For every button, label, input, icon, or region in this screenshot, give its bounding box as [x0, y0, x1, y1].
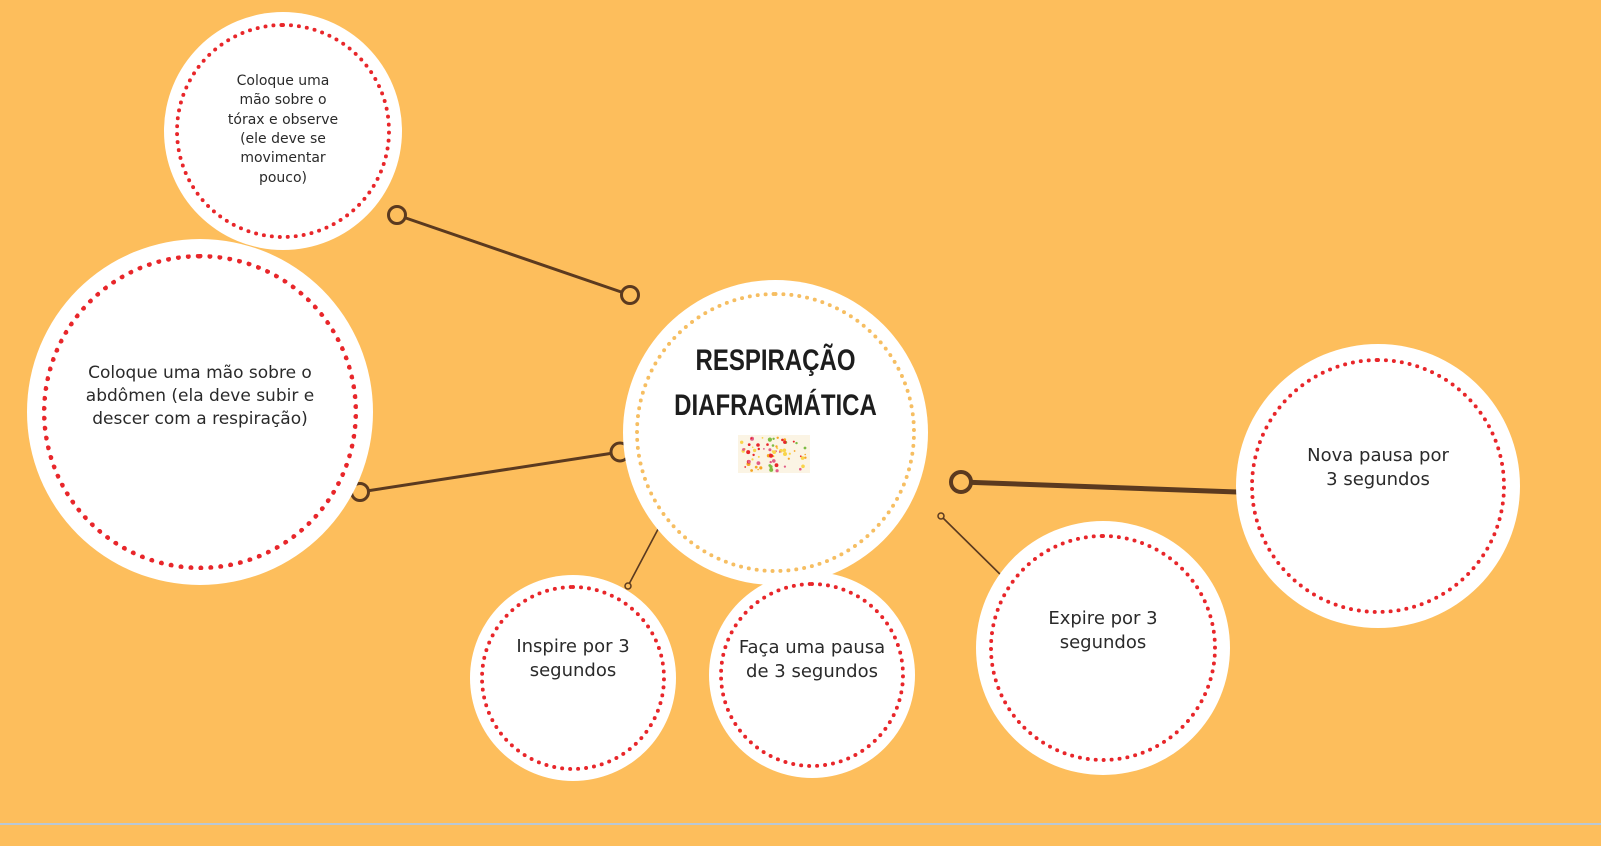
thumbnail-dot [757, 455, 760, 458]
thumbnail-dot [775, 469, 779, 473]
dotted-ring [635, 292, 916, 573]
thumbnail-dot [804, 453, 806, 456]
thumbnail-dot [750, 469, 753, 472]
thumbnail-dot [795, 441, 798, 445]
thumbnail-dot [778, 451, 781, 453]
thumbnail-dot [772, 450, 777, 454]
bubble-nova-pausa[interactable]: Nova pausa por 3 segundos [1236, 344, 1520, 628]
thumbnail-dot [800, 456, 805, 460]
thumbnail-dot [788, 452, 791, 455]
dotted-ring [1250, 358, 1506, 614]
thumbnail-dot [756, 443, 760, 447]
bubble-torax[interactable]: Coloque uma mão sobre o tórax e observe … [164, 12, 402, 250]
connector-node-nova-a [949, 470, 973, 494]
thumbnail-dot [793, 450, 796, 452]
thumbnail-dot [754, 465, 758, 469]
bubble-pausa[interactable]: Faça uma pausa de 3 segundos [709, 572, 915, 778]
connector-nova-pausa [958, 479, 1268, 496]
dotted-ring [175, 23, 391, 239]
thumbnail-dot [769, 460, 772, 464]
thumbnail-dot [799, 467, 802, 471]
bubble-torax-text: Coloque uma mão sobre o tórax e observe … [227, 73, 339, 186]
thumbnail-dot [783, 452, 787, 456]
thumbnail-dot [747, 443, 751, 446]
bubble-pausa-text: Faça uma pausa de 3 segundos [738, 637, 886, 682]
thumbnail-dot [787, 457, 790, 460]
thumbnail-dot [804, 456, 807, 459]
thumbnail-dot [801, 464, 805, 469]
thumbnail-dot [768, 448, 772, 452]
thumbnail-dot [759, 466, 763, 470]
thumbnail-dot [783, 438, 787, 441]
thumbnail-dot [769, 467, 774, 472]
thumbnail-dot [776, 447, 779, 450]
thumbnail-dot [752, 448, 757, 453]
bubble-inspire-text: Inspire por 3 segundos [516, 636, 630, 681]
dotted-thumbnail-icon [738, 435, 810, 473]
bubble-inspire[interactable]: Inspire por 3 segundos [470, 575, 676, 781]
thumbnail-dot [781, 438, 784, 442]
thumbnail-dot [766, 443, 769, 446]
bottom-edge-strip [0, 823, 1601, 846]
thumbnail-dot [742, 448, 745, 451]
connector-node-inspire [624, 582, 632, 590]
thumbnail-dot [783, 465, 786, 468]
bubble-center[interactable]: RESPIRAÇÃO DIAFRAGMÁTICA [623, 280, 928, 585]
thumbnail-dot [799, 455, 802, 458]
thumbnail-dot [792, 440, 795, 443]
bubble-expire[interactable]: Expire por 3 segundos [976, 521, 1230, 775]
dotted-ring [989, 534, 1217, 762]
bubble-abdomen-text: Coloque uma mão sobre o abdômen (ela dev… [85, 363, 315, 429]
bubble-nova-pausa-text: Nova pausa por 3 segundos [1307, 445, 1449, 490]
thumbnail-dot [774, 463, 779, 468]
dotted-ring [42, 254, 358, 570]
thumbnail-dot [757, 447, 760, 451]
dotted-ring [719, 582, 905, 768]
bubble-abdomen[interactable]: Coloque uma mão sobre o abdômen (ela dev… [27, 239, 373, 585]
thumbnail-dot [750, 437, 753, 440]
connector-node-torax-a [387, 205, 407, 225]
thumbnail-dot [756, 461, 761, 465]
thumbnail-dot [751, 446, 754, 449]
thumbnail-dot [752, 453, 755, 457]
thumbnail-dot [747, 460, 751, 464]
connector-node-expire-a [937, 512, 945, 520]
thumbnail-dot [771, 444, 775, 447]
thumbnail-dot [767, 437, 772, 442]
connector-abdomen [358, 450, 622, 494]
thumbnail-dot [772, 437, 775, 440]
thumbnail-dot [740, 440, 744, 444]
thumbnail-dot [757, 468, 759, 471]
thumbnail-dot [744, 466, 747, 468]
thumbnail-dot [782, 448, 787, 453]
dotted-ring [480, 585, 666, 771]
thumbnail-dot [769, 453, 773, 458]
thumbnail-dot [751, 458, 754, 461]
thumbnail-dot [776, 436, 779, 439]
thumbnail-dot [769, 465, 773, 469]
thumbnail-dot [803, 446, 807, 450]
center-title: RESPIRAÇÃO DIAFRAGMÁTICA [674, 344, 877, 422]
thumbnail-dot [761, 437, 764, 439]
thumbnail-dot [783, 440, 787, 444]
connector-torax [395, 213, 632, 297]
thumbnail-dot [746, 450, 751, 455]
thumbnail-dot [772, 459, 776, 463]
bubble-expire-text: Expire por 3 segundos [1048, 608, 1158, 653]
thumbnail-dot [763, 448, 765, 450]
connector-node-torax-b [620, 285, 640, 305]
thumbnail-dot [775, 445, 778, 448]
